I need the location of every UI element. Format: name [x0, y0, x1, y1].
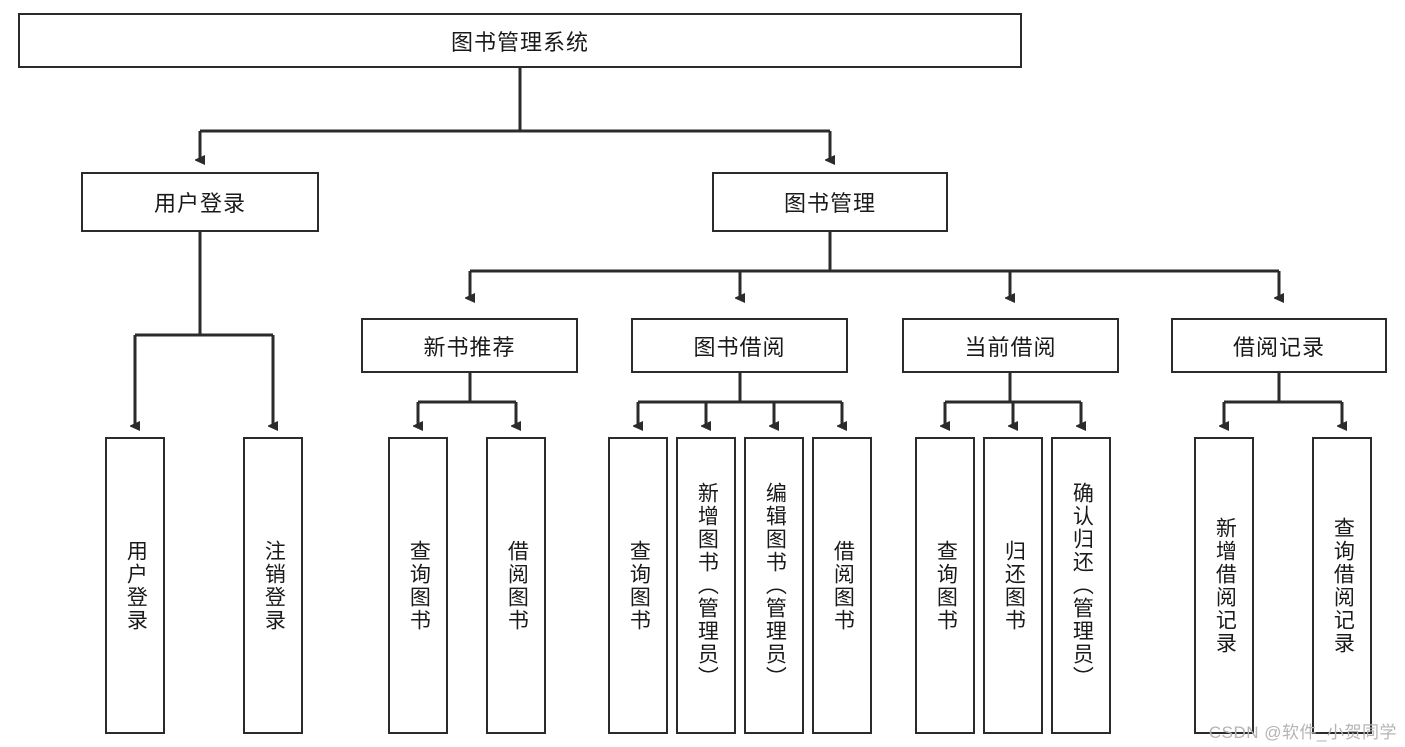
node-label: 图书借阅	[693, 334, 786, 360]
node-label: 借阅图书	[505, 539, 529, 632]
node-leaf-borrow-book[interactable]: 借阅图书	[812, 437, 872, 734]
node-leaf-confirm-return-admin[interactable]: 确认归还（管理员）	[1051, 437, 1111, 734]
node-label: 当前借阅	[964, 334, 1057, 360]
node-label: 新增借阅记录	[1213, 516, 1237, 655]
node-label: 查询图书	[627, 539, 651, 632]
node-borrow-record[interactable]: 借阅记录	[1171, 318, 1387, 373]
node-label: 借阅图书	[831, 539, 855, 632]
node-label: 确认归还（管理员）	[1070, 482, 1094, 689]
node-leaf-user-login[interactable]: 用户登录	[105, 437, 165, 734]
node-label: 借阅记录	[1232, 334, 1325, 360]
node-current-borrow[interactable]: 当前借阅	[902, 318, 1119, 373]
node-leaf-add-book-admin[interactable]: 新增图书（管理员）	[676, 437, 736, 734]
node-leaf-add-borrow-record[interactable]: 新增借阅记录	[1194, 437, 1254, 734]
node-user-login[interactable]: 用户登录	[81, 172, 319, 232]
node-label: 查询图书	[934, 539, 958, 632]
watermark: CSDN @软件_小贺同学	[1208, 723, 1397, 742]
node-label: 新书推荐	[423, 334, 516, 360]
node-leaf-query-book-current[interactable]: 查询图书	[915, 437, 975, 734]
node-leaf-query-book-recommend[interactable]: 查询图书	[388, 437, 448, 734]
node-label: 新增图书（管理员）	[695, 482, 719, 689]
node-label: 注销登录	[262, 539, 286, 632]
node-label: 归还图书	[1002, 539, 1026, 632]
node-book-borrow[interactable]: 图书借阅	[631, 318, 848, 373]
node-label: 查询图书	[407, 539, 431, 632]
node-leaf-borrow-book-recommend[interactable]: 借阅图书	[486, 437, 546, 734]
node-leaf-user-logout[interactable]: 注销登录	[243, 437, 303, 734]
node-leaf-edit-book-admin[interactable]: 编辑图书（管理员）	[744, 437, 804, 734]
node-root-system[interactable]: 图书管理系统	[18, 13, 1022, 68]
node-book-management[interactable]: 图书管理	[712, 172, 948, 232]
node-leaf-query-borrow-record[interactable]: 查询借阅记录	[1312, 437, 1372, 734]
node-label: 编辑图书（管理员）	[763, 482, 787, 689]
node-label: 图书管理	[783, 191, 876, 216]
node-new-book-recommend[interactable]: 新书推荐	[361, 318, 578, 373]
node-label: 用户登录	[153, 191, 246, 216]
node-label: 图书管理系统	[450, 29, 589, 55]
node-leaf-query-book-borrow[interactable]: 查询图书	[608, 437, 668, 734]
node-label: 查询借阅记录	[1331, 516, 1355, 655]
node-leaf-return-book[interactable]: 归还图书	[983, 437, 1043, 734]
node-label: 用户登录	[124, 539, 148, 632]
